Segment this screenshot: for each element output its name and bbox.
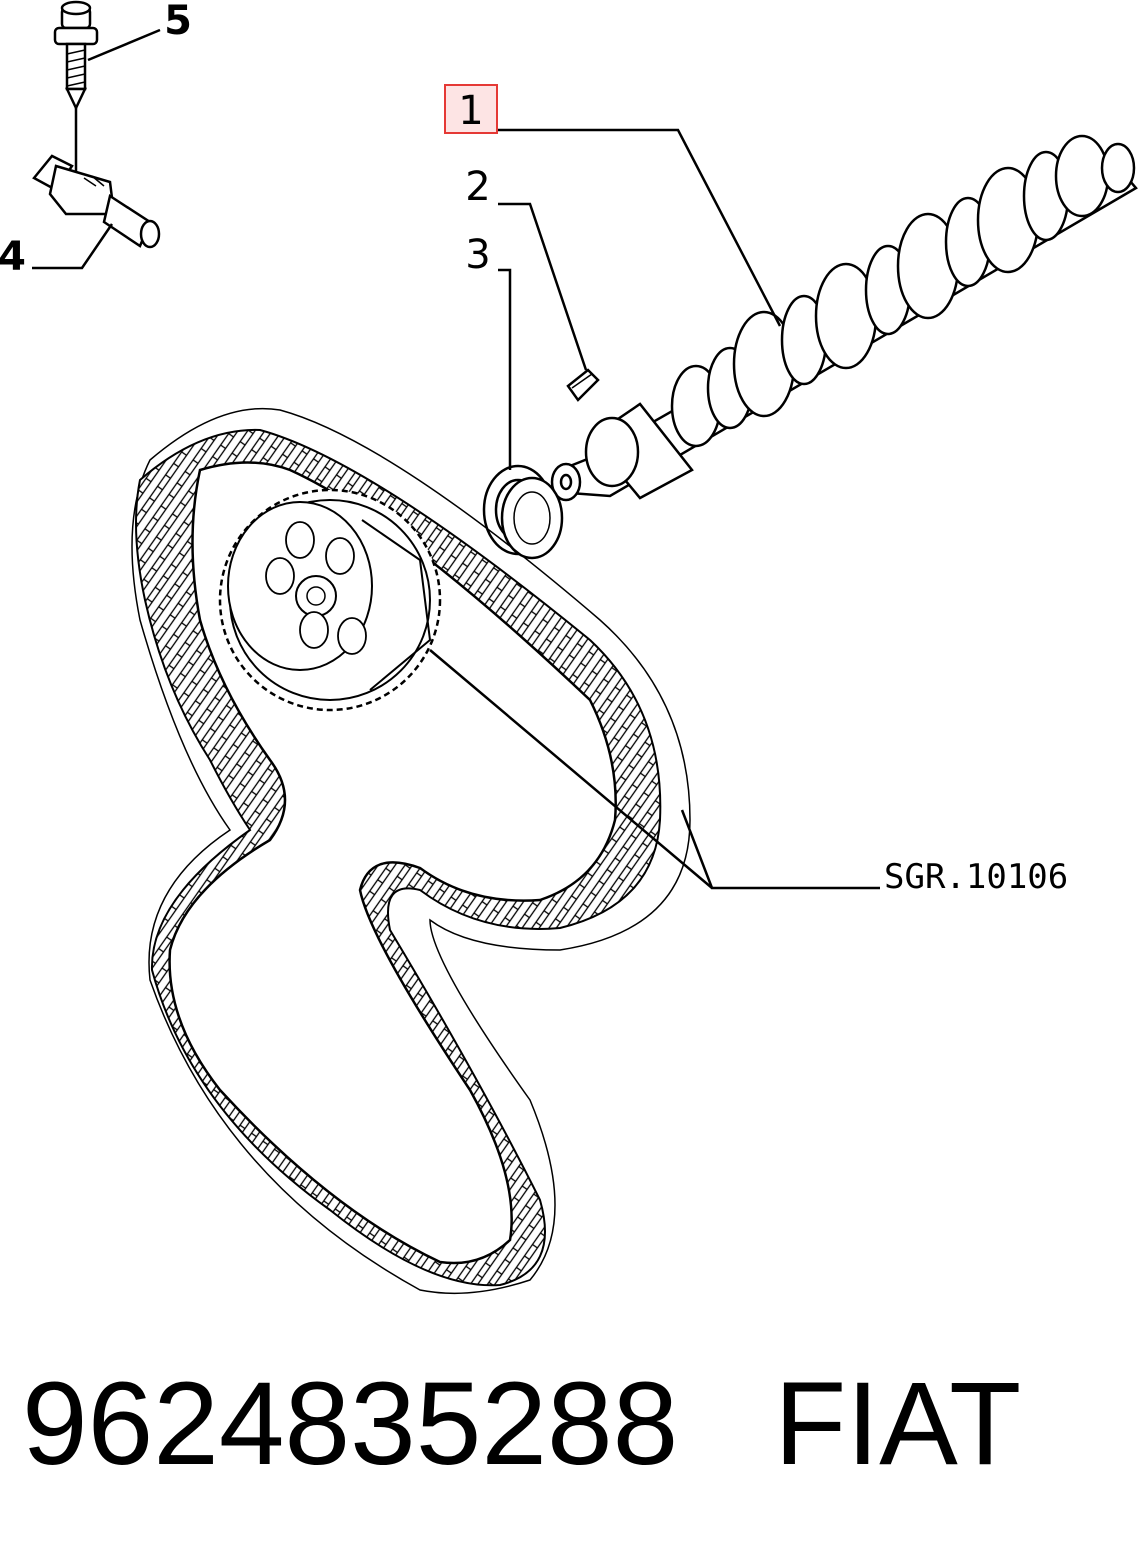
seal-ring-part-3 (482, 464, 564, 560)
brand-name: FIAT (774, 1358, 1022, 1490)
callout-4[interactable]: 4 (0, 234, 26, 280)
key-part-2 (566, 368, 600, 402)
camshaft-part-1 (550, 134, 1138, 502)
part-number: 9624835288 (22, 1358, 679, 1490)
reference-code[interactable]: SGR.10106 (884, 857, 1068, 897)
callout-1-highlight (444, 84, 498, 134)
sensor-part-4 (32, 154, 161, 249)
callout-1[interactable]: 1 (458, 88, 483, 134)
callout-5[interactable]: 5 (164, 0, 192, 44)
callout-3[interactable]: 3 (465, 232, 490, 278)
callout-2[interactable]: 2 (465, 164, 490, 210)
camshaft-pulley (218, 488, 442, 712)
leader-lines (32, 28, 880, 890)
